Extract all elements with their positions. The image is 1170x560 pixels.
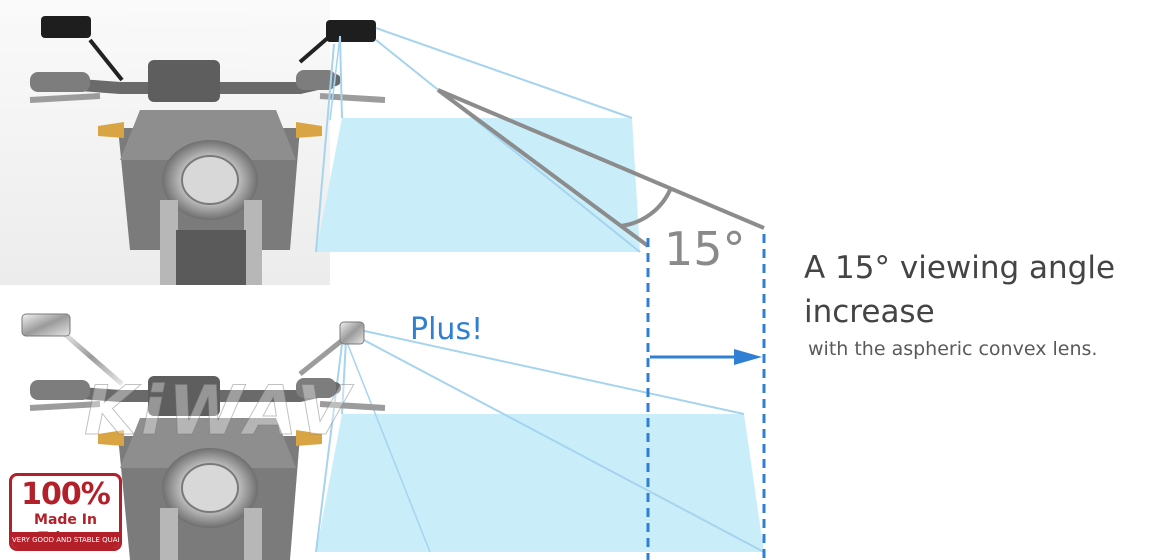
badge-percent: 100% — [21, 477, 111, 512]
angle-label: 15° — [664, 222, 746, 276]
plus-label: Plus! — [410, 312, 484, 347]
bottom-motorcycle — [29, 328, 386, 560]
top-right-mirror — [326, 20, 376, 42]
top-view-field — [315, 27, 641, 253]
angle-indicator — [436, 88, 765, 248]
bottom-right-mirror — [339, 321, 365, 345]
made-in-taiwan-badge: 100% Made In Taiwan VERY GOOD AND STABLE… — [9, 473, 122, 551]
badge-strip: VERY GOOD AND STABLE QUALITY — [12, 532, 119, 548]
bottom-left-mirror — [21, 313, 71, 337]
watermark-text: KiWAV — [83, 372, 354, 452]
top-left-mirror — [41, 16, 91, 38]
top-motorcycle — [29, 34, 386, 285]
bottom-view-field — [315, 329, 765, 553]
headline: A 15° viewing angle increase — [804, 250, 1116, 330]
subline: with the aspheric convex lens. — [808, 338, 1098, 360]
increase-arrow — [650, 349, 762, 365]
